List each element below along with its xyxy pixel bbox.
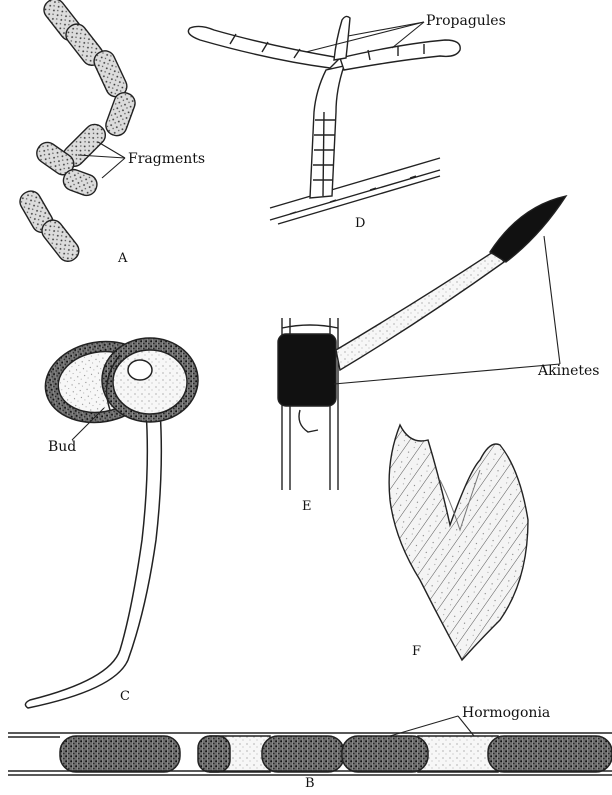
fragments-label: Fragments [128,152,205,166]
panel-c-vesicle [25,333,198,708]
bud-label: Bud [48,440,76,454]
panel-letter-d: D [355,217,365,230]
panel-a-filament [16,0,138,265]
hormogonia-label: Hormogonia [462,706,550,720]
panel-letter-f: F [412,645,421,658]
panel-b-filament [8,733,612,775]
akinetes-pointer-lines [334,236,560,384]
panel-letter-c: C [120,690,130,703]
panel-letter-e: E [302,500,312,513]
panel-letter-b: B [305,777,315,790]
panel-f-trichome [389,425,528,660]
akinetes-label: Akinetes [538,364,599,378]
propagules-label: Propagules [426,14,506,28]
panel-letter-a: A [118,252,127,265]
